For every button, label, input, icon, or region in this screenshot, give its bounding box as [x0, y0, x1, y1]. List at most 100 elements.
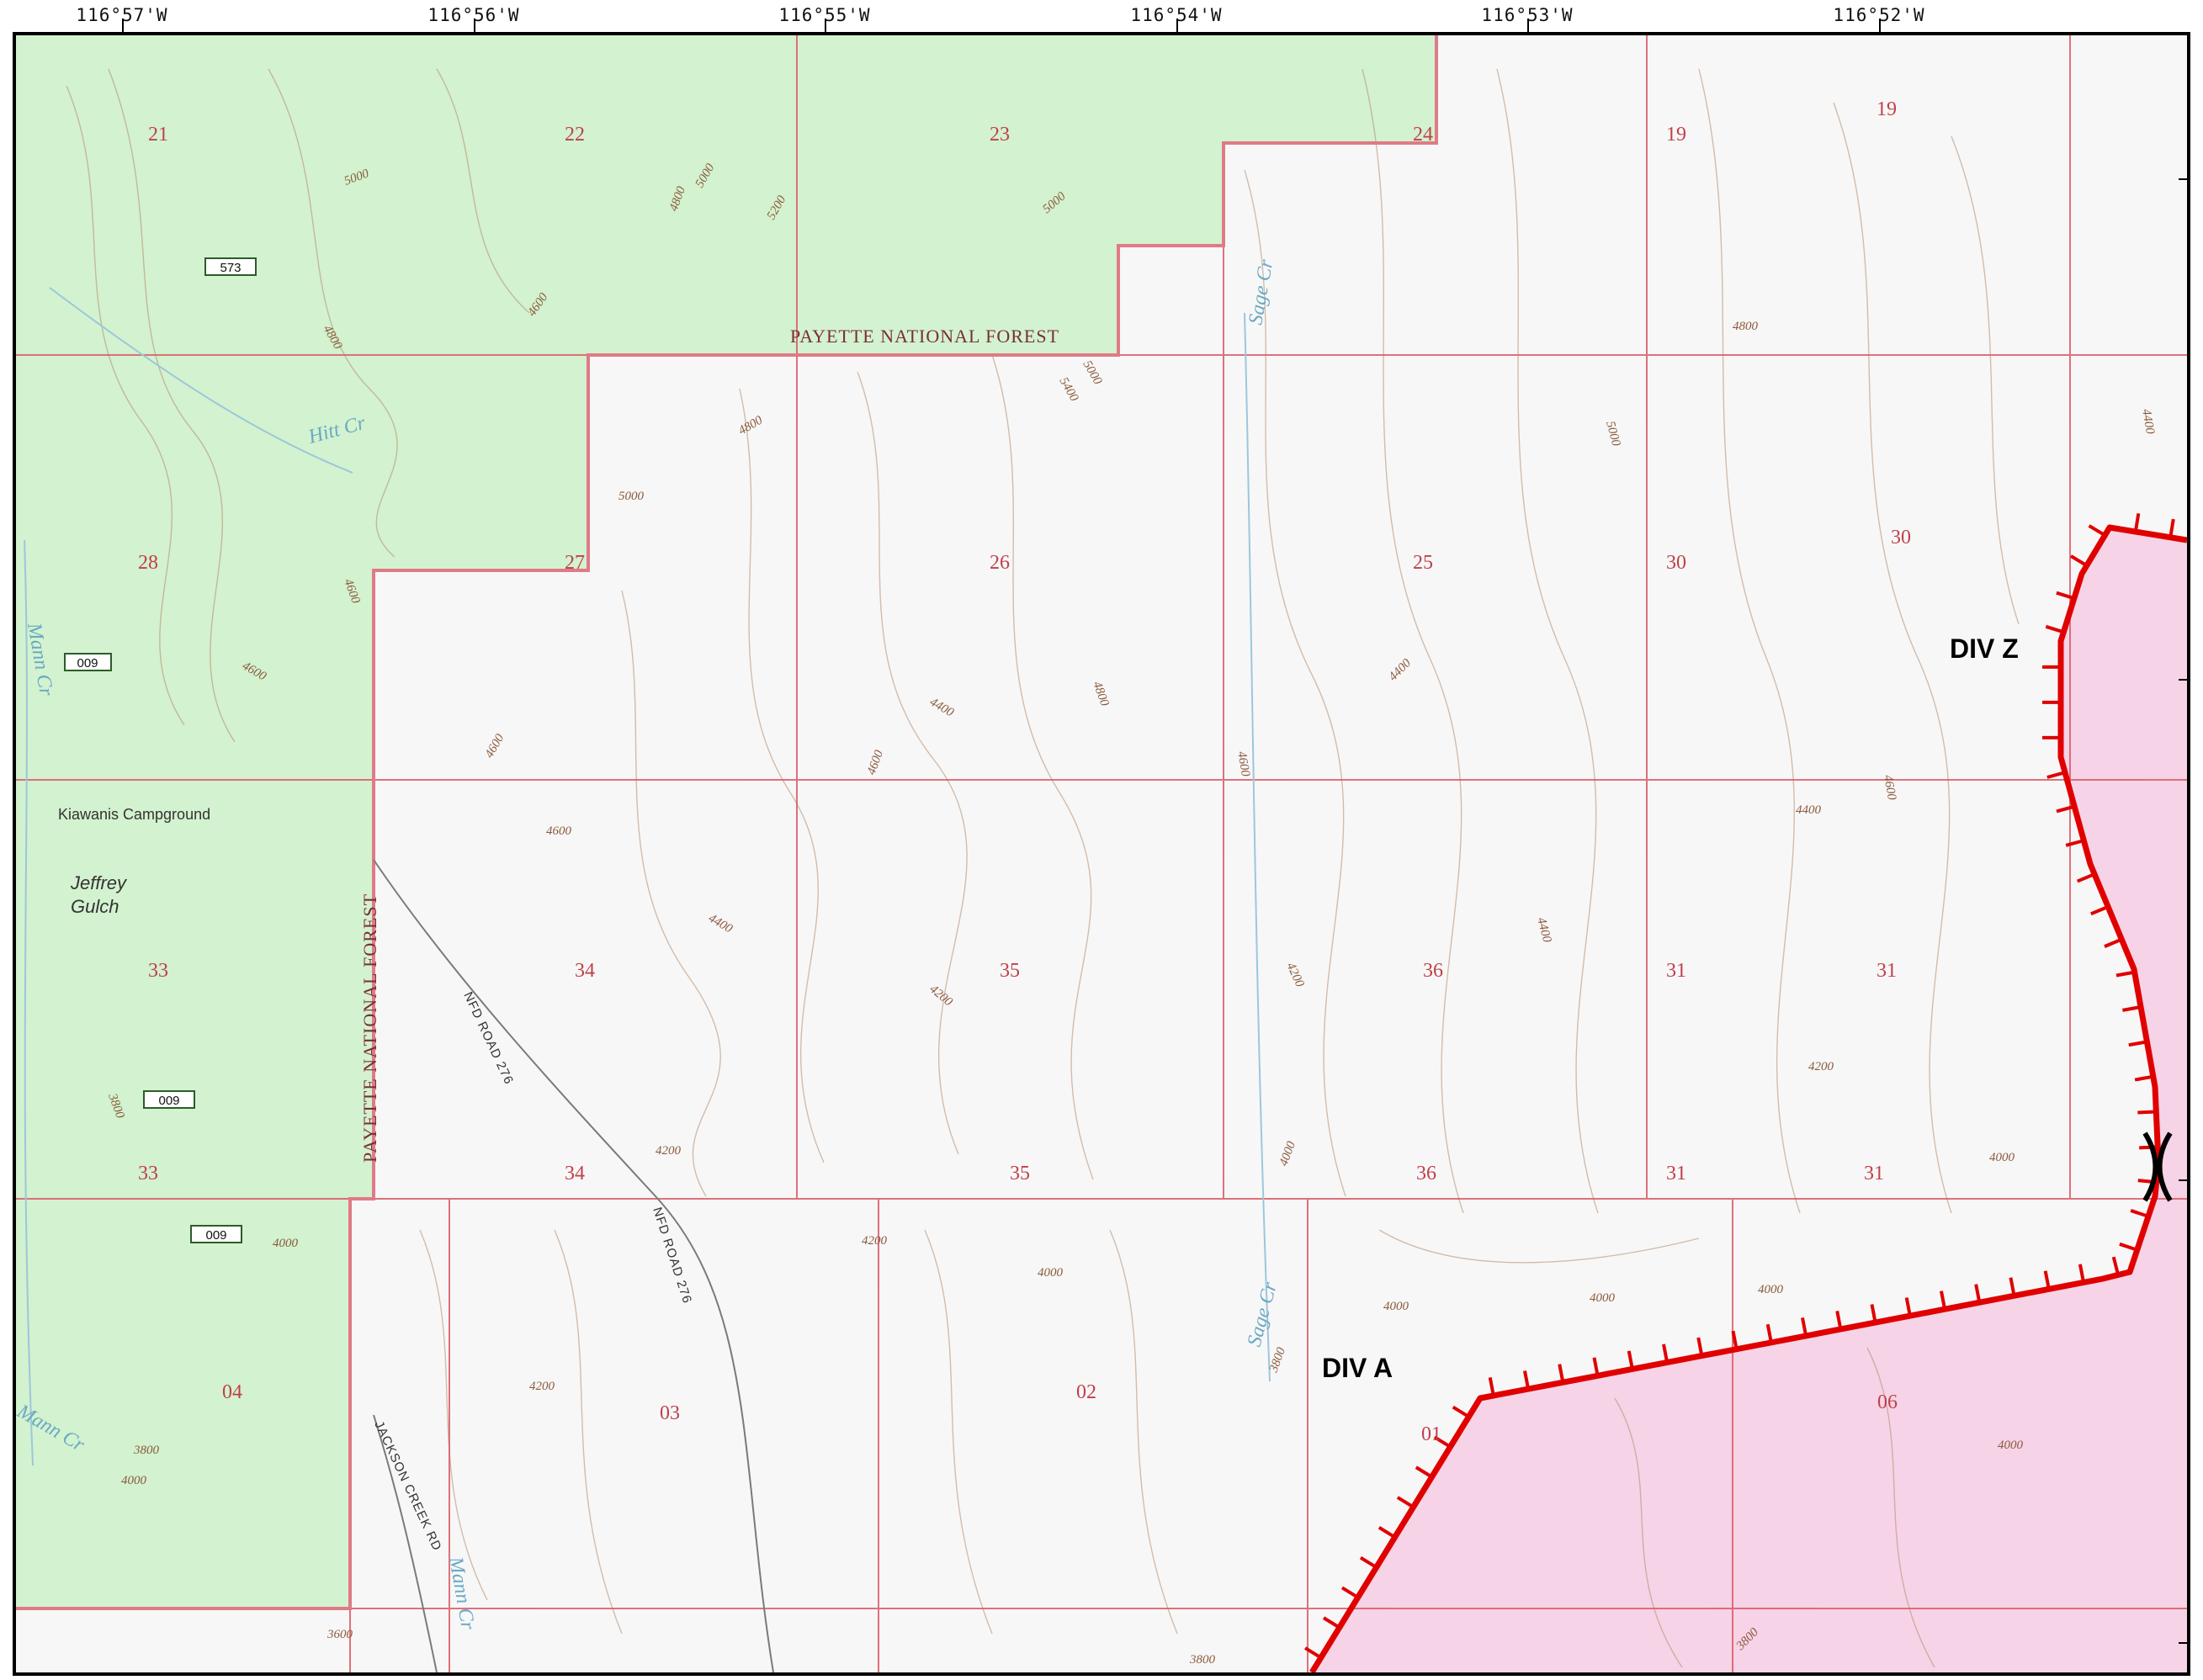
frame-edge-tick	[2179, 1179, 2187, 1181]
fire-line-hatch	[1303, 1646, 1322, 1660]
campground-label: Kiawanis Campground	[58, 806, 210, 823]
fire-line-hatch	[2076, 872, 2095, 883]
svg-text:009: 009	[77, 656, 98, 670]
svg-text:009: 009	[158, 1094, 179, 1108]
fire-line-hatch	[1765, 1323, 1773, 1343]
route-shield: 009	[190, 1225, 242, 1243]
fire-line-hatch	[2056, 804, 2075, 814]
contour-label: 4000	[1989, 1151, 2015, 1164]
contour-label: 5000	[618, 490, 645, 503]
contour-label: 4200	[656, 1144, 682, 1158]
forest-label: PAYETTE NATIONAL FOREST	[790, 326, 1059, 347]
topographic-map[interactable]: 21 22 23 24 19 19 28 27 26 25 30 30 33 3…	[16, 35, 2187, 1672]
fire-line-hatch	[1340, 1586, 1359, 1599]
section-number: 22	[565, 124, 585, 146]
longitude-label: 116°54'W	[1130, 5, 1223, 25]
gulch-label: Jeffrey	[70, 872, 128, 893]
fire-line-hatch	[2090, 905, 2109, 916]
fire-line-hatch	[2078, 1264, 2086, 1283]
fire-line-hatch	[2104, 937, 2123, 948]
graticule-tick	[1527, 19, 1529, 34]
longitude-label: 116°56'W	[427, 5, 520, 25]
section-number: 04	[222, 1381, 242, 1403]
fire-line-hatch	[1974, 1284, 1982, 1303]
contour-label: 4000	[1998, 1439, 2024, 1452]
route-shield: 009	[64, 653, 112, 671]
contour-label: 4000	[1383, 1300, 1409, 1313]
contour-label: 4200	[529, 1380, 555, 1393]
section-number: 36	[1423, 960, 1443, 982]
fire-perimeter-line	[1309, 524, 2187, 1672]
division-label: DIV A	[1322, 1353, 1393, 1383]
contour-label: 4000	[273, 1237, 299, 1250]
section-number: 02	[1076, 1381, 1096, 1403]
fire-line-hatch	[2111, 1256, 2121, 1275]
forest-label: PAYETTE NATIONAL FOREST	[359, 893, 380, 1163]
frame-edge-tick	[2179, 178, 2187, 180]
section-number: 34	[575, 960, 595, 982]
fire-line-hatch	[2043, 1270, 2051, 1290]
frame-edge-tick	[2179, 679, 2187, 681]
fire-line-hatch	[1904, 1297, 1912, 1317]
section-number: 25	[1413, 552, 1433, 574]
section-number: 28	[138, 552, 158, 574]
section-number: 31	[1666, 960, 1686, 982]
contour-label: 4200	[1808, 1060, 1834, 1073]
graticule-tick	[1176, 19, 1178, 34]
section-number: 35	[1010, 1163, 1030, 1184]
section-number: 31	[1877, 960, 1897, 982]
contour-label: 4000	[1758, 1283, 1784, 1296]
section-number: 36	[1416, 1163, 1436, 1184]
contour-label: 4200	[862, 1234, 888, 1248]
fire-line-hatch	[1433, 1435, 1452, 1449]
map-frame[interactable]: 21 22 23 24 19 19 28 27 26 25 30 30 33 3…	[13, 32, 2190, 1676]
contour-label: 3800	[133, 1444, 160, 1457]
fire-line-hatch	[1592, 1357, 1600, 1376]
fire-line-hatch	[2122, 1005, 2142, 1012]
forest-boundary-line	[16, 35, 1438, 1610]
fire-line-hatch	[2133, 512, 2141, 533]
contour-label: 3600	[326, 1628, 353, 1641]
fire-line-hatch	[1939, 1290, 1947, 1310]
section-number: 19	[1666, 124, 1686, 146]
svg-text:573: 573	[220, 261, 241, 275]
route-shield: 573	[204, 257, 257, 276]
contour-label: 4000	[1038, 1266, 1064, 1280]
fire-line-hatch	[2065, 839, 2084, 847]
longitude-label: 116°52'W	[1833, 5, 1925, 25]
contour-lines	[66, 68, 2020, 1668]
contour-label: 4800	[1733, 320, 1759, 333]
section-number: 26	[990, 552, 1010, 574]
contour-label: 4400	[2139, 408, 2157, 436]
contour-label: 4600	[1234, 750, 1252, 778]
frame-edge-tick	[2179, 1642, 2187, 1644]
section-number: 06	[1877, 1391, 1898, 1413]
section-number: 33	[148, 960, 168, 982]
contour-label: 4000	[121, 1474, 147, 1487]
section-number: 21	[148, 124, 168, 146]
fire-line-hatch	[2009, 1277, 2016, 1296]
fire-line-hatch	[1870, 1304, 1877, 1323]
section-number: 33	[138, 1163, 158, 1184]
graticule-tick	[825, 19, 826, 34]
section-number: 35	[1000, 960, 1020, 982]
fire-line-hatch	[2119, 1242, 2138, 1252]
section-number: 23	[990, 124, 1010, 146]
section-numbers: 21 22 23 24 19 19 28 27 26 25 30 30 33 3…	[138, 98, 1911, 1445]
gulch-label: Gulch	[71, 896, 119, 917]
longitude-label: 116°55'W	[778, 5, 871, 25]
fire-line-hatch	[1731, 1330, 1739, 1350]
fire-line-hatch	[2088, 524, 2106, 537]
fire-line-hatch	[2069, 554, 2088, 567]
fire-line-hatch	[1378, 1526, 1396, 1539]
fire-area	[1312, 527, 2187, 1672]
roads	[373, 859, 774, 1672]
section-number: 31	[1864, 1163, 1884, 1184]
fire-line-hatch	[1415, 1465, 1433, 1479]
national-forest-area	[16, 35, 1436, 1608]
graticule-tick	[474, 19, 475, 34]
fire-line-hatch	[2137, 1110, 2157, 1115]
fire-line-hatch	[1662, 1343, 1670, 1363]
fire-line-hatch	[1627, 1350, 1634, 1370]
contour-label: 4600	[1881, 774, 1898, 802]
